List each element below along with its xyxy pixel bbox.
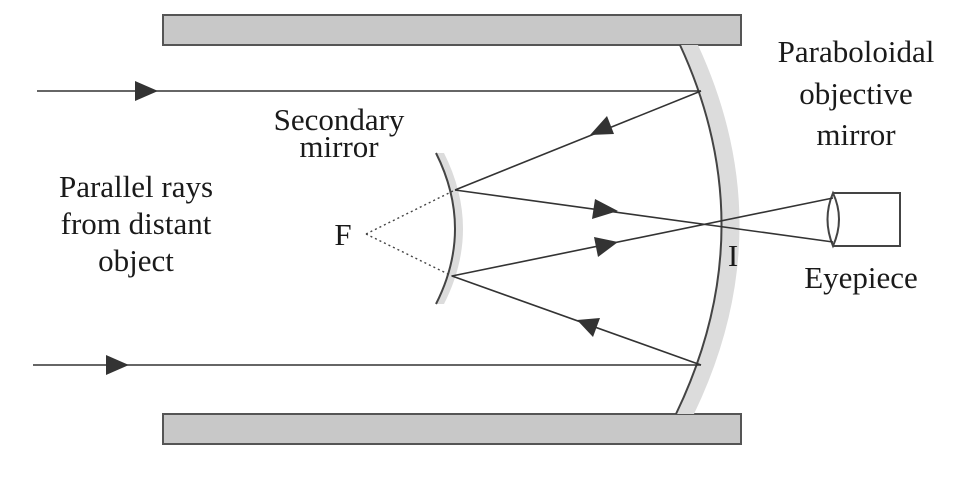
tube-wall-bottom xyxy=(162,413,742,445)
label-eyepiece: Eyepiece xyxy=(804,260,918,295)
converging-ray-upper xyxy=(454,189,834,243)
arrow-converging-upper xyxy=(592,199,618,219)
tube-wall-top xyxy=(162,14,742,46)
focus-dotted-line-lower xyxy=(365,233,453,277)
label-secondary-line2: mirror xyxy=(299,129,379,164)
label-image-i: I xyxy=(728,238,738,273)
label-secondary-line1: Secondary xyxy=(274,102,405,137)
label-focus-f: F xyxy=(334,217,351,252)
label-objective-line1: Paraboloidal xyxy=(778,34,935,69)
converging-ray-lower xyxy=(451,197,834,277)
label-objective-line2: objective xyxy=(799,76,913,111)
secondary-mirror-front xyxy=(435,152,456,305)
eyepiece-assembly xyxy=(826,190,901,249)
arrow-incoming-top xyxy=(135,81,158,101)
eyepiece-barrel xyxy=(833,192,901,247)
objective-mirror xyxy=(676,45,740,414)
secondary-mirror xyxy=(436,153,463,304)
label-parallel-line2: from distant xyxy=(61,206,212,241)
arrow-converging-lower xyxy=(594,237,618,257)
label-objective-line3: mirror xyxy=(816,117,896,152)
focus-dotted-line-upper xyxy=(365,189,456,235)
arrow-reflected-top xyxy=(590,116,614,135)
label-parallel-line3: object xyxy=(98,243,174,278)
reflected-ray-bottom xyxy=(451,275,702,366)
label-parallel-line1: Parallel rays xyxy=(59,169,213,204)
eyepiece-lens xyxy=(826,190,840,249)
reflected-ray-top xyxy=(454,90,702,191)
arrow-reflected-bottom xyxy=(577,318,600,337)
arrow-incoming-bottom xyxy=(106,355,129,375)
